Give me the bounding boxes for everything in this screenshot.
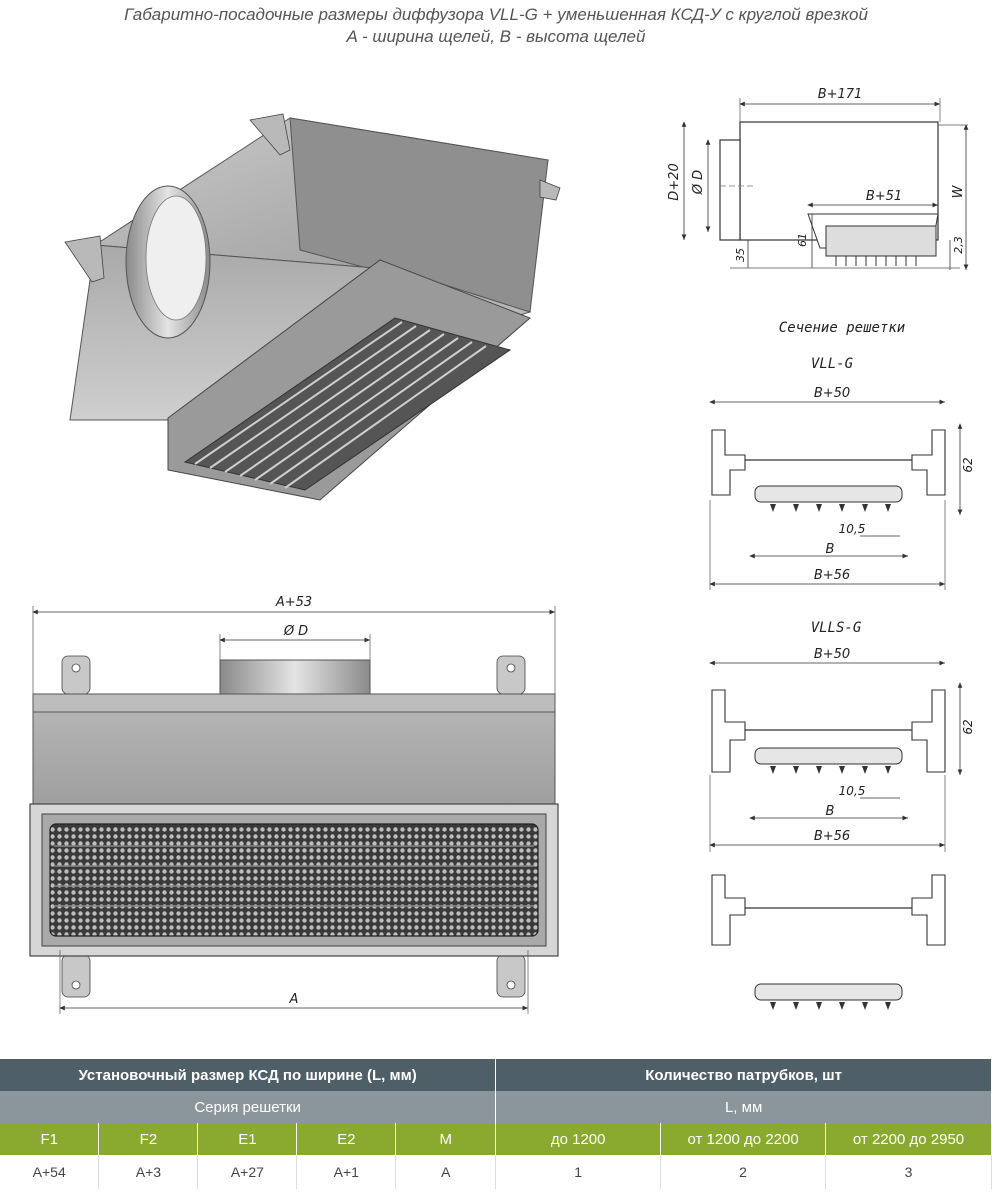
- dim-b171: B+171: [818, 87, 863, 102]
- table-cell: 3: [825, 1155, 992, 1189]
- vllsg-dim-b50: B+50: [814, 647, 850, 662]
- dim-d20: D+20: [667, 163, 682, 200]
- header-right: Количество патрубков, шт: [495, 1059, 992, 1091]
- vllg-dim-b50: B+50: [814, 386, 850, 401]
- mount-bracket: [64, 235, 105, 283]
- mount-bracket: [249, 113, 291, 156]
- dim-phi-d-front: Ø D: [283, 624, 308, 639]
- front-view: A+53 Ø D A: [29, 595, 559, 1014]
- mount-bracket-bottom-right: [496, 954, 526, 998]
- column-header: до 1200: [495, 1123, 662, 1155]
- column-header: от 2200 до 2950: [825, 1123, 992, 1155]
- grille-slots: [183, 317, 512, 491]
- vllsg-section: VLLS-G B+50 62 10,5 B B+56: [709, 620, 975, 852]
- table-cell: A: [395, 1155, 497, 1189]
- vllg-dim-b56: B+56: [814, 568, 850, 583]
- spigot-front: [219, 659, 371, 695]
- vllsg-dim-10-5: 10,5: [839, 784, 866, 798]
- vllg-dim-10-5: 10,5: [839, 522, 866, 536]
- vllg-dim-62: 62: [961, 457, 975, 472]
- dim-phi-d-side: Ø D: [691, 170, 706, 195]
- dim-a: A: [289, 992, 299, 1007]
- table-cell: A+54: [0, 1155, 100, 1189]
- table-row: A+54 A+3 A+27 A+1 A 1 2 3: [0, 1155, 992, 1189]
- section-title: Сечение решетки: [779, 320, 905, 336]
- side-view: B+171 D+20 Ø D W B+51 35 61 2,3: [667, 87, 969, 270]
- table-header-row: Установочный размер КСД по ширине (L, мм…: [0, 1059, 992, 1091]
- table-subheader-row: Серия решетки L, мм: [0, 1091, 992, 1123]
- table-cell: A+27: [197, 1155, 298, 1189]
- column-header: F1: [0, 1123, 100, 1155]
- column-header: E1: [197, 1123, 298, 1155]
- table-cell: A+3: [98, 1155, 199, 1189]
- drawing-title: Габаритно-посадочные размеры диффузора V…: [0, 4, 992, 48]
- vllsg-dim-b56: B+56: [814, 829, 850, 844]
- vllsg-dim-b: B: [826, 804, 835, 819]
- dim-2-3: 2,3: [952, 236, 965, 254]
- dim-a53: A+53: [275, 595, 312, 610]
- title-line-2: A - ширина щелей, B - высота щелей: [346, 27, 646, 46]
- mount-bracket-bottom-left: [61, 954, 91, 998]
- table-column-row: F1 F2 E1 E2 M до 1200 от 1200 до 2200 от…: [0, 1123, 992, 1155]
- dim-61: 61: [796, 233, 809, 247]
- dim-w: W: [951, 184, 966, 198]
- title-line-1: Габаритно-посадочные размеры диффузора V…: [124, 5, 868, 24]
- mount-bracket-top-left: [61, 655, 91, 695]
- plenum-front-body: [32, 711, 556, 805]
- column-header: от 1200 до 2200: [660, 1123, 827, 1155]
- exploded-section: [711, 874, 946, 1010]
- spigot-side-outline: [719, 139, 741, 241]
- vllsg-name: VLLS-G: [811, 620, 862, 636]
- vllg-dim-b: B: [826, 542, 835, 557]
- header-left: Установочный размер КСД по ширине (L, мм…: [0, 1059, 497, 1091]
- technical-drawing: B+171 D+20 Ø D W B+51 35 61 2,3 Сечение …: [29, 87, 975, 1014]
- dim-b51: B+51: [866, 189, 902, 204]
- subheader-left: Серия решетки: [0, 1091, 497, 1123]
- column-header: M: [395, 1123, 497, 1155]
- column-header: E2: [296, 1123, 397, 1155]
- dim-35: 35: [734, 248, 747, 262]
- vllsg-dim-62: 62: [961, 719, 975, 734]
- column-header: F2: [98, 1123, 199, 1155]
- isometric-view: [64, 113, 561, 501]
- mount-bracket: [539, 179, 561, 201]
- spec-table: Установочный размер КСД по ширине (L, мм…: [0, 1059, 992, 1189]
- vllg-name: VLL-G: [811, 356, 854, 372]
- table-cell: 2: [660, 1155, 827, 1189]
- table-cell: A+1: [296, 1155, 397, 1189]
- vllg-section: VLL-G B+50 62 10,5 B B+56: [709, 356, 975, 590]
- perforated-grille: [49, 823, 539, 937]
- mount-bracket-top-right: [496, 655, 526, 695]
- subheader-right: L, мм: [495, 1091, 992, 1123]
- table-cell: 1: [495, 1155, 662, 1189]
